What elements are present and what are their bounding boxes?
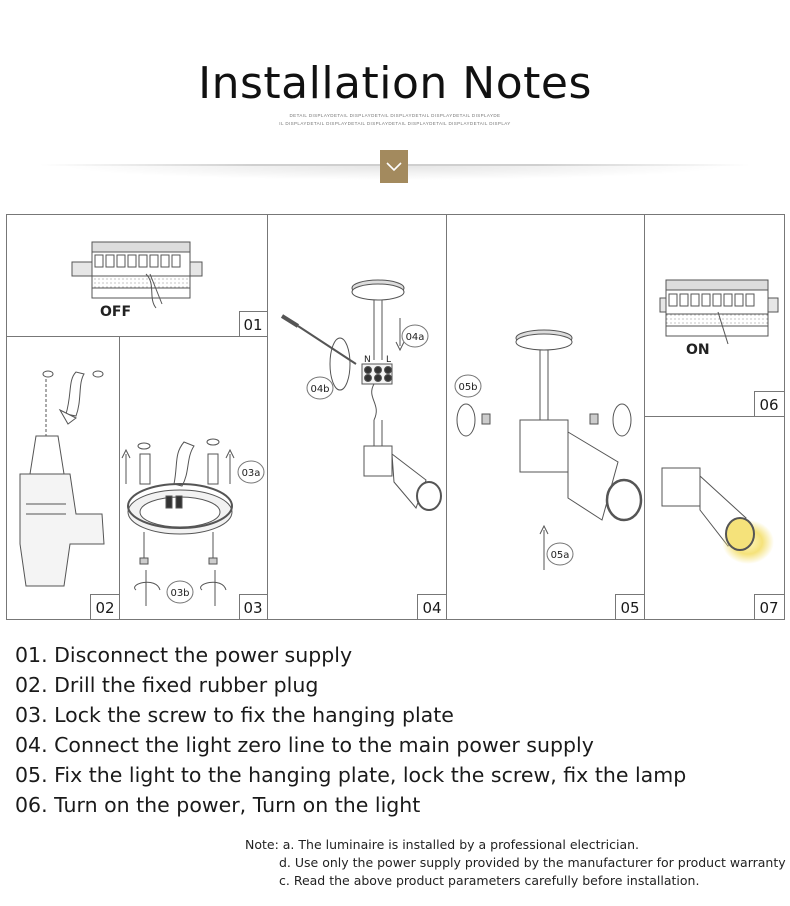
chevron-down-icon [386, 161, 402, 171]
step-item: 05. Fix the light to the hanging plate, … [15, 763, 687, 787]
step-item: 04. Connect the light zero line to the m… [15, 733, 594, 757]
breaker-on-illustration [659, 279, 779, 345]
panel-label-01: 01 [243, 316, 262, 334]
breaker-off-illustration [71, 241, 203, 309]
panel-label-02: 02 [95, 599, 114, 617]
step-item: 01. Disconnect the power supply [15, 643, 353, 667]
switch-on-label: ON [686, 342, 710, 358]
installation-steps: 01. Disconnect the power supply 02. Dril… [15, 640, 775, 820]
lit-fixture-illustration [661, 467, 774, 564]
callout-05a: 05a [551, 550, 570, 561]
hanging-plate-illustration [121, 438, 235, 606]
chevron-badge [380, 150, 408, 183]
panel-label-07: 07 [759, 599, 778, 617]
drill-illustration [19, 370, 105, 587]
note-line: Note: a. The luminaire is installed by a… [245, 837, 639, 852]
installation-notes: Note: a. The luminaire is installed by a… [245, 836, 786, 890]
installation-diagram: 01 02 03 04 05 06 07 OFF [6, 214, 785, 620]
callout-05b: 05b [458, 382, 477, 393]
step-item: 06. Turn on the power, Turn on the light [15, 793, 421, 817]
terminal-label-l: L [386, 355, 391, 365]
panel-label-04: 04 [422, 599, 441, 617]
callout-bubbles [166, 324, 574, 604]
switch-off-label: OFF [100, 304, 131, 320]
panel-number-boxes [90, 311, 785, 620]
fixture-mount-illustration [456, 329, 643, 570]
step-item: 02. Drill the fixed rubber plug [15, 673, 319, 697]
note-line: c. Read the above product parameters car… [279, 873, 700, 888]
callout-04b: 04b [310, 384, 329, 395]
panel-label-03: 03 [243, 599, 262, 617]
page-title: Installation Notes [198, 58, 592, 109]
terminal-label-n: N [364, 355, 371, 365]
callout-03b: 03b [170, 588, 189, 599]
step-item: 03. Lock the screw to fix the hanging pl… [15, 703, 454, 727]
wiring-illustration [280, 279, 442, 511]
callout-03a: 03a [242, 468, 261, 479]
callout-04a: 04a [406, 332, 425, 343]
decorative-subline: DETAIL DISPLAYDETAIL DISPLAYDETAIL DISPL… [289, 113, 501, 118]
panel-label-05: 05 [620, 599, 639, 617]
note-line: d. Use only the power supply provided by… [279, 855, 786, 870]
panel-label-06: 06 [759, 396, 778, 414]
decorative-subline: IL DISPLAYDETAIL DISPLAYDETAIL DISPLAYDE… [279, 121, 511, 126]
